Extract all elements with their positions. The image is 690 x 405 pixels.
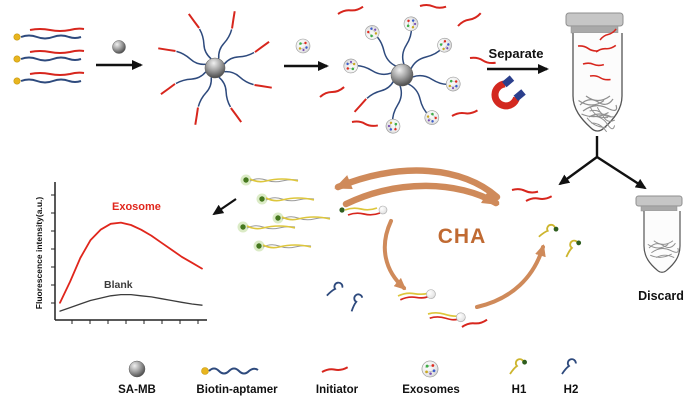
legend-item-exosomes: Exosomes xyxy=(402,360,460,396)
chart-curve-blank xyxy=(59,293,203,312)
legend-item-initiator: Initiator xyxy=(316,366,359,396)
fluorescence-chart: Fluorescence intensity(a.u.) Exosome Bla… xyxy=(34,182,207,324)
legend-label: Exosomes xyxy=(402,384,460,396)
blank-curve-label: Blank xyxy=(104,279,133,291)
magnet-icon xyxy=(491,75,526,110)
bead-aptamer-star xyxy=(157,10,273,126)
h1-hairpins xyxy=(537,221,585,258)
aptamer-initiator-duplexes xyxy=(13,27,85,85)
exosome-curve-label: Exosome xyxy=(112,201,161,213)
chart-curve-exosome xyxy=(59,221,203,304)
y-axis-ticks xyxy=(51,194,55,304)
discard-label: Discard xyxy=(638,289,684,303)
exosome-icon xyxy=(444,75,462,93)
exosome-icon xyxy=(295,38,311,54)
biotin-dot-icon xyxy=(13,77,21,85)
legend-item-h2: H2 xyxy=(561,358,579,396)
cha-arrow-right-up xyxy=(475,244,546,309)
tube-body xyxy=(643,211,681,273)
exosome-icon xyxy=(421,360,439,378)
sa-mb-bead-icon xyxy=(112,40,126,54)
biotin-dot-icon xyxy=(13,33,21,41)
legend-item-h1: H1 xyxy=(509,358,528,396)
cha-cycle: CHA xyxy=(325,167,585,328)
split-arrows xyxy=(558,136,647,190)
biotin-dot-icon xyxy=(13,55,21,63)
add-bead-step xyxy=(96,40,143,70)
exosome-icon xyxy=(402,15,420,33)
add-exosome-step xyxy=(284,38,329,71)
sa-mb-bead-icon xyxy=(128,360,146,378)
fluorescent-products xyxy=(236,173,331,253)
cha-label: CHA xyxy=(438,225,487,248)
h1-hairpin-icon xyxy=(562,238,585,258)
legend-item-biotin-aptamer: Biotin-aptamer xyxy=(196,367,278,396)
exosome-icon xyxy=(342,57,360,75)
legend-label: SA-MB xyxy=(118,384,156,396)
bead-exosome-star xyxy=(342,15,462,135)
tube-cap xyxy=(635,195,683,207)
intermediate-duplex xyxy=(339,205,388,216)
cha-arrow-top-right xyxy=(342,182,500,208)
h2-hairpin-icon xyxy=(561,358,577,375)
legend: SA-MB Biotin-aptamer Initiator Exosomes … xyxy=(118,358,579,396)
h1-hairpin-icon xyxy=(509,358,528,375)
tube-body xyxy=(572,33,623,132)
h2-hairpin-icon xyxy=(346,292,366,313)
tube-cap xyxy=(565,12,624,27)
legend-label: Initiator xyxy=(316,384,359,396)
separate-label: Separate xyxy=(489,46,544,61)
legend-label: H2 xyxy=(564,384,579,396)
biotin-aptamer-icon xyxy=(201,367,259,375)
discard-tube: Discard xyxy=(635,195,684,303)
legend-label: Biotin-aptamer xyxy=(196,384,278,396)
cha-arrow-top-left xyxy=(334,167,501,201)
separation-tube xyxy=(565,12,624,135)
exosome-icon xyxy=(384,117,402,135)
initiator-strand-icon xyxy=(320,366,349,373)
cha-complexes xyxy=(396,288,489,328)
products-to-chart-arrow xyxy=(212,198,237,216)
h2-hairpins xyxy=(325,280,366,313)
h2-hairpin-icon xyxy=(325,280,344,299)
cha-arrow-left-down xyxy=(382,219,407,291)
y-axis-label: Fluorescence intensity(a.u.) xyxy=(34,197,44,310)
cycle-initiator-strands xyxy=(511,187,553,202)
separate-step: Separate xyxy=(487,46,549,110)
x-axis-ticks xyxy=(71,320,199,324)
h1-hairpin-icon xyxy=(537,221,561,243)
legend-label: H1 xyxy=(512,384,527,396)
legend-item-sa-mb: SA-MB xyxy=(118,360,156,396)
sa-mb-bead-icon xyxy=(390,63,414,87)
chart-curves xyxy=(59,221,203,312)
sa-mb-bead-icon xyxy=(204,57,226,79)
